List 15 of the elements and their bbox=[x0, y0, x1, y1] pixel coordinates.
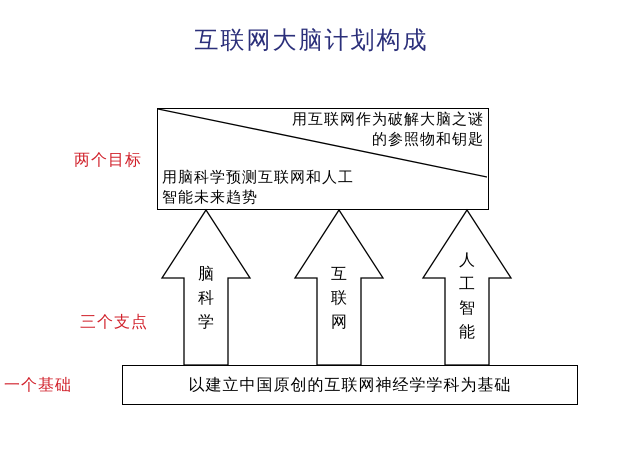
goal-text: 用互联网作为破解大脑之谜的参照物和钥匙 bbox=[291, 109, 484, 149]
edge-label: 互联网 bbox=[331, 263, 347, 333]
title: 互联网大脑计划构成 bbox=[194, 25, 430, 56]
block-arrow bbox=[294, 208, 384, 366]
goal-box bbox=[157, 108, 489, 210]
block-arrow bbox=[160, 208, 252, 366]
goal-text: 用脑科学预测互联网和人工智能未来趋势 bbox=[162, 167, 355, 207]
foundation-box bbox=[122, 365, 578, 405]
row-label: 一个基础 bbox=[4, 375, 72, 396]
foundation-text: 以建立中国原创的互联网神经学学科为基础 bbox=[188, 374, 512, 396]
edge-label: 人工智能 bbox=[459, 249, 475, 343]
edge-label: 脑科学 bbox=[198, 263, 214, 333]
row-label: 两个目标 bbox=[74, 150, 142, 171]
block-arrow bbox=[422, 208, 512, 366]
row-label: 三个支点 bbox=[80, 312, 148, 333]
